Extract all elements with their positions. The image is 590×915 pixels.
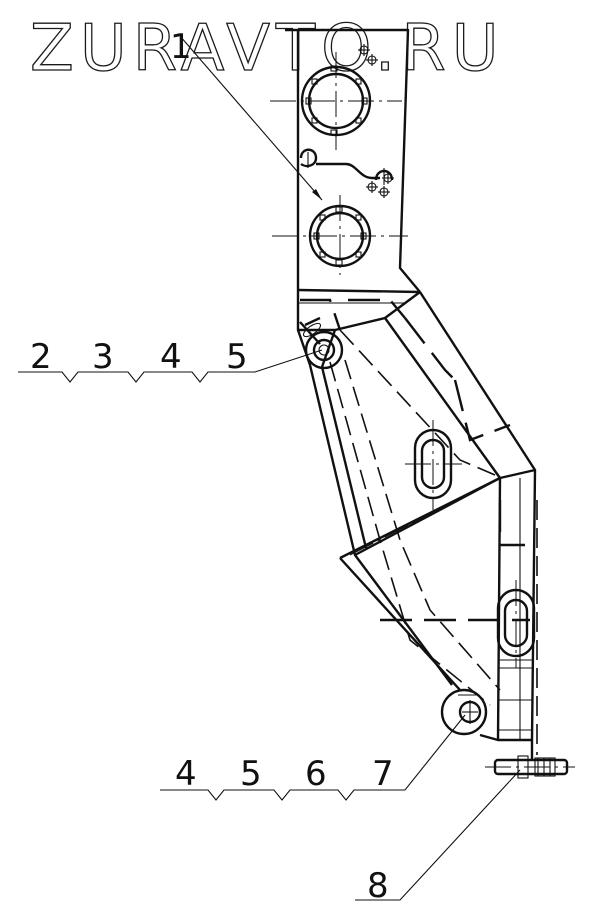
upper-pivot-pin [299,316,344,370]
callout-label-4: 4 [160,337,182,377]
callout-label-6: 6 [305,754,327,794]
middle-bushing [272,195,408,275]
callout-label-4b: 4 [175,754,197,794]
lower-pivot-pin [440,688,499,742]
hose-line [299,148,394,185]
upper-bushing [270,52,402,150]
callout-part-8: 8 [355,769,521,906]
callout-label-3: 3 [92,337,114,377]
callout-group-2-5: 2 3 4 5 [18,337,323,383]
callout-label-2: 2 [30,337,52,377]
callout-label-5b: 5 [240,754,262,794]
callout-label-1: 1 [170,27,192,67]
watermark-text: ZURAVTO.RU [30,12,505,86]
callout-group-4-7: 4 5 6 7 [160,714,466,801]
slot-lower [496,580,536,668]
rod-end-fitting [485,740,575,779]
callout-label-5: 5 [226,337,248,377]
callout-label-8: 8 [367,866,389,906]
boom-arm [296,290,575,779]
slot-upper [405,420,462,510]
callout-part-1: 1 [170,27,323,201]
upper-mount-plate [270,28,421,304]
callout-label-7: 7 [372,754,394,794]
